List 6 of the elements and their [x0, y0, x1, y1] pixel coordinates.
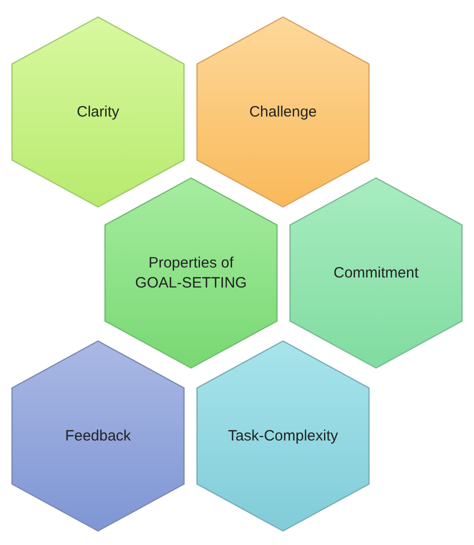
hexagon-label: Feedback: [65, 426, 131, 446]
hexagon-label: Clarity: [76, 102, 120, 122]
hexagon-label: Properties of GOAL-SETTING: [135, 254, 247, 292]
hexagon-label: Challenge: [249, 102, 317, 122]
hexagon-label: Task-Complexity: [228, 426, 338, 446]
hexagon-label: Commitment: [333, 263, 418, 283]
